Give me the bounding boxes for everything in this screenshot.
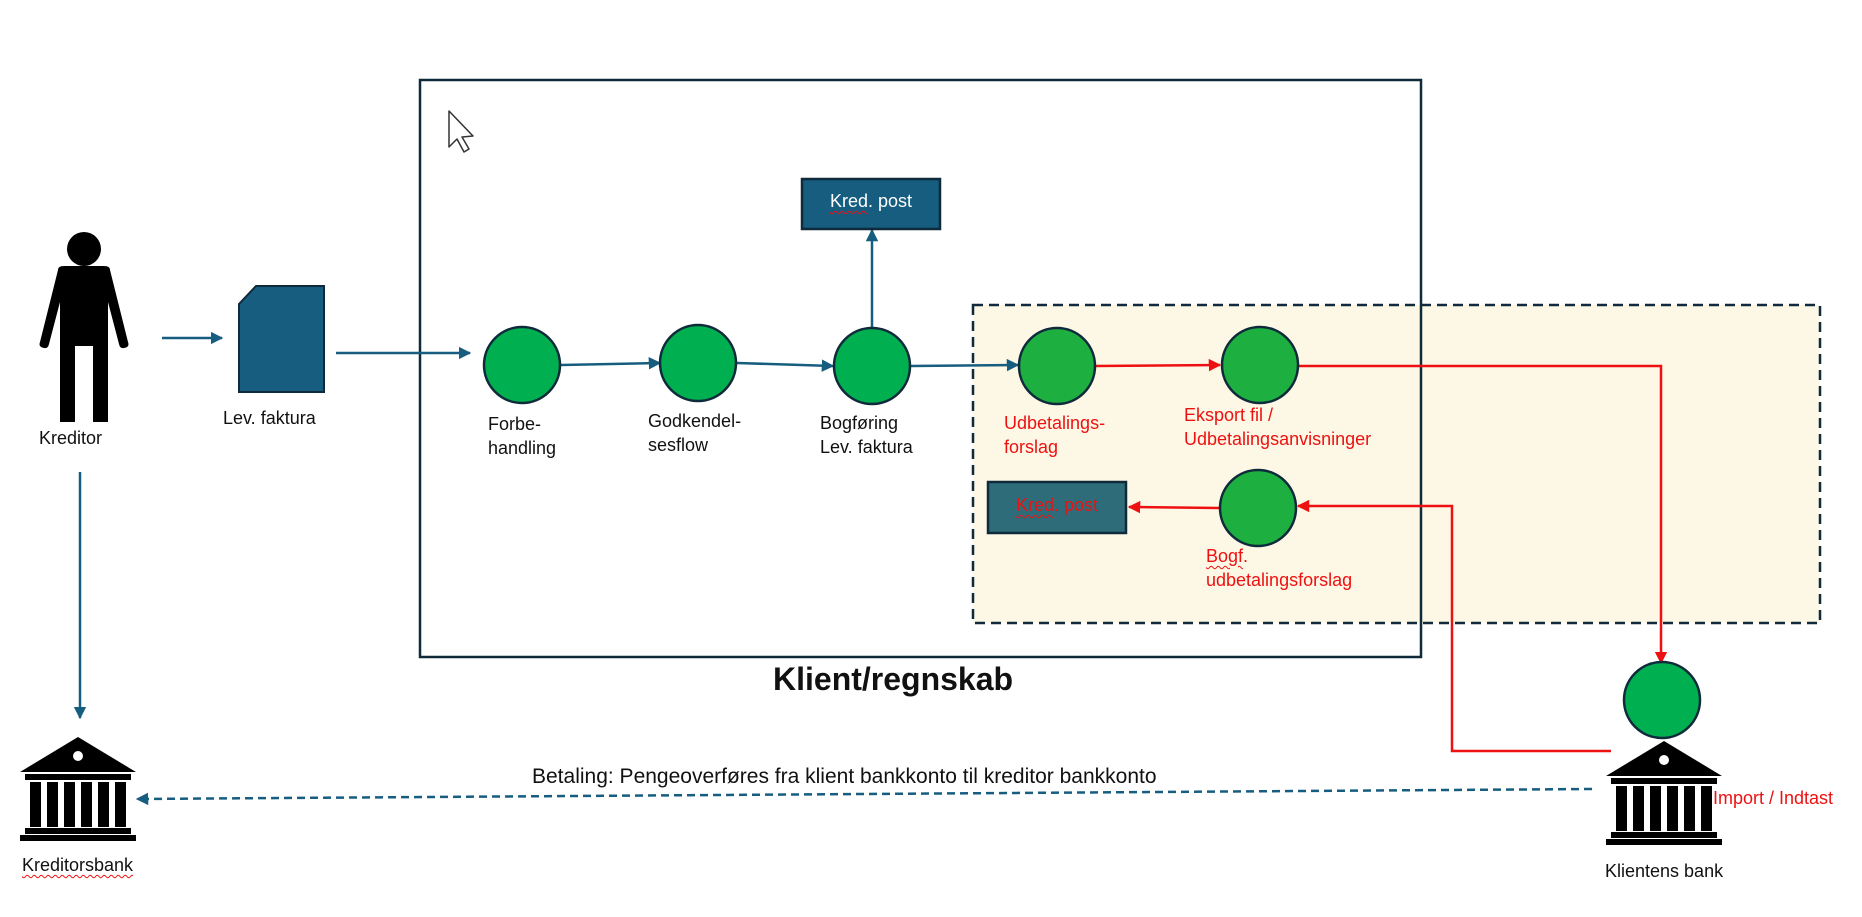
step-godkendelse-label: Godkendel-sesflow (648, 411, 742, 455)
cursor-icon (448, 110, 474, 153)
payment-text: Betaling: Pengeoverføres fra klient bank… (532, 765, 1157, 788)
step-eksport-label: Eksport fil /Udbetalingsanvisninger (1184, 405, 1372, 449)
step-forbehandling-label: Forbe-handling (488, 414, 557, 458)
process-node-bank (1622, 660, 1702, 740)
bank-icon (20, 737, 136, 841)
document-icon (238, 285, 325, 393)
kred-post-top-box (800, 177, 942, 231)
arrow-step1-step2 (560, 356, 662, 370)
invoice-label: Lev. faktura (223, 408, 316, 428)
process-node-bogforing (832, 326, 912, 406)
bank-icon (1606, 741, 1722, 845)
klientens-bank-label: Klientens bank (1605, 861, 1724, 881)
client-frame (418, 78, 1423, 659)
step-udbetaling-label: Udbetalings-forslag (1004, 413, 1106, 457)
process-node-udbetaling (1017, 326, 1097, 406)
kreditor-label: Kreditor (39, 428, 103, 448)
process-node-bogf (1218, 468, 1298, 548)
kred-post-bottom-label: Kred. post (1015, 495, 1099, 515)
process-node-eksport (1220, 325, 1300, 405)
arrow-eksport-bank (1298, 364, 1668, 665)
process-node-godkendelse (658, 323, 738, 403)
arrow-step2-step3 (736, 359, 835, 372)
kred-post-top-label: Kred. post (829, 191, 913, 211)
process-node-forbehandling (482, 325, 562, 405)
person-icon (39, 232, 129, 422)
payment-area (971, 303, 1822, 625)
arrow-bogf-kredpost (1127, 500, 1220, 514)
step-bogf-label: Bogf.udbetalingsforslag (1206, 546, 1353, 590)
import-label: Import / Indtast (1713, 788, 1834, 808)
arrow-bank-bogf (1296, 499, 1611, 753)
kred-post-bottom-box (986, 480, 1128, 535)
client-area-title: Klient/regnskab (773, 661, 1014, 697)
arrow-udbetaling-eksport (1094, 358, 1222, 372)
arrow-step3-udbetaling (910, 358, 1020, 372)
kreditorsbank-label: Kreditorsbank (22, 855, 134, 875)
payment-arrow (135, 787, 1593, 806)
